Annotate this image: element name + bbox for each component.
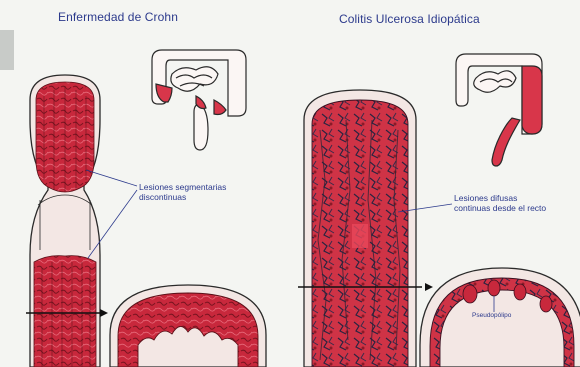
crohn-annotation-line2: discontinuas [139,192,186,202]
crohn-title: Enfermedad de Crohn [58,10,178,24]
pseudopolyp-label: Pseudopólipo [472,312,511,319]
colitis-title: Colitis Ulcerosa Idiopática [339,12,480,26]
colitis-annotation-line2: continuas desde el recto [454,203,546,213]
crohn-bowel-tube [30,75,100,367]
colitis-colon-icon [456,54,542,166]
colitis-annotation-line1: Lesiones difusas [454,193,517,203]
colitis-bowel-tube [304,90,416,367]
crohn-colon-icon [152,50,246,150]
crohn-annotation-line1: Lesiones segmentarias [139,182,226,192]
crohn-cross-section [110,285,266,367]
